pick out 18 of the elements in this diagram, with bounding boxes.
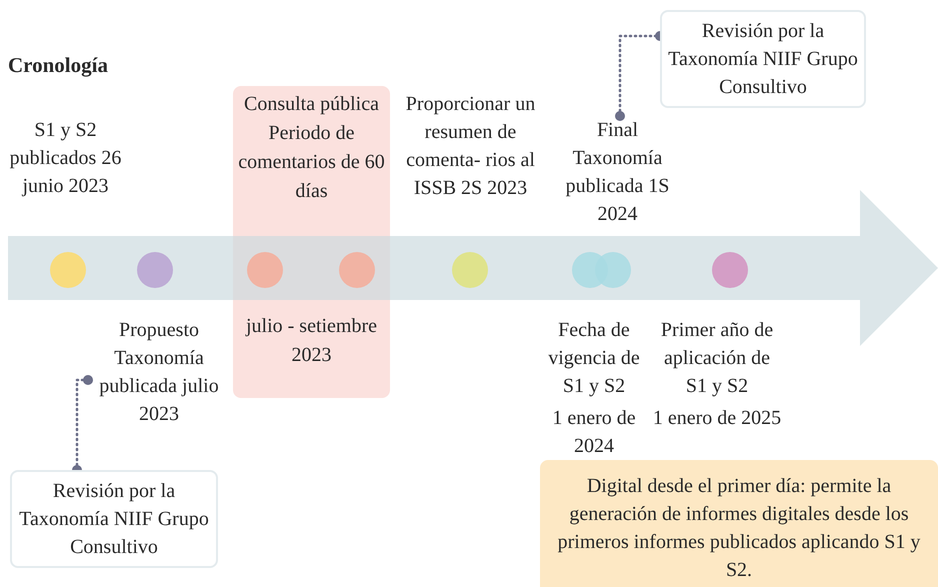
timeline-text: Primer año de aplicación de S1 y S2 [660, 318, 774, 399]
note-box [10, 470, 218, 568]
period-box [233, 86, 390, 398]
timeline-text: 1 enero de 2025 [652, 406, 782, 431]
note-text: Digital desde el primer día: permite la generación de informes digitales desde los primeros informes publicados aplicando S1 y S2. [556, 474, 922, 583]
note-text: Revisión por la Taxonomía NIIF Grupo Consultivo [667, 19, 859, 100]
timeline-text: Fecha de vigencia de S1 y S2 [547, 318, 641, 399]
title: Cronología [8, 52, 108, 79]
milestone-text: Propuesto Taxonomía publicada julio 2023 [98, 318, 220, 427]
timeline-text: 1 enero de 2024 [551, 406, 637, 459]
note-text: Revisión por la Taxonomía NIIF Grupo Consultivo [18, 479, 210, 560]
milestone-text: Final Taxonomía publicada 1S 2024 [564, 118, 670, 227]
timeline-text: S1 y S2 publicados 26 junio 2023 [8, 118, 122, 199]
period-text: julio - setiembre 2023 [244, 314, 378, 368]
note-box [540, 460, 938, 587]
timeline-text: Proporcionar un resumen de comenta- rios al ISSB 2S 2023 [404, 92, 536, 201]
note-box [660, 10, 866, 108]
period-text: Consulta pública Periodo de comentarios de 60 días [237, 92, 386, 204]
